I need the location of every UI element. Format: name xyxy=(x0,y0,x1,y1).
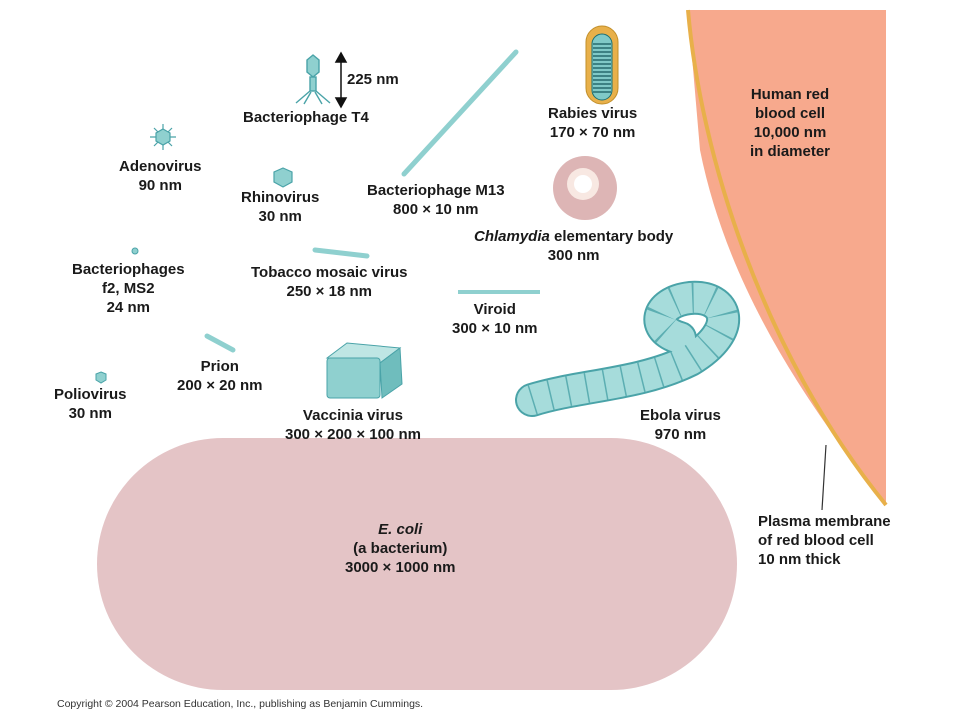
rabies-virus-shape xyxy=(585,25,619,105)
chlamydia-label: Chlamydia elementary body 300 nm xyxy=(474,227,673,265)
f2-size: 24 nm xyxy=(106,299,150,316)
adenovirus-shape xyxy=(150,124,176,150)
adenovirus-label: Adenovirus 90 nm xyxy=(119,157,202,195)
f2-line-1: Bacteriophages xyxy=(72,261,185,278)
membrane-pointer-line xyxy=(821,444,827,511)
rbc-line-1: Human red xyxy=(750,86,830,103)
rbc-line-2: blood cell xyxy=(755,105,826,122)
prion-label: Prion 200 × 20 nm xyxy=(177,357,262,395)
ecoli-name: E. coli xyxy=(345,520,456,539)
bacteriophage-f2-shape xyxy=(131,247,139,255)
rabies-virus-size: 170 × 70 nm xyxy=(549,124,636,141)
ebola-virus-shape xyxy=(515,280,740,417)
adenovirus-size: 90 nm xyxy=(138,177,182,194)
m13-name: Bacteriophage M13 xyxy=(367,182,505,199)
chlamydia-shape xyxy=(553,156,617,220)
vaccinia-name: Vaccinia virus xyxy=(302,407,403,424)
chlamydia-name: Chlamydia elementary body xyxy=(474,227,673,246)
rhinovirus-size: 30 nm xyxy=(258,208,302,225)
copyright-notice: Copyright © 2004 Pearson Education, Inc.… xyxy=(57,698,424,710)
bacteriophage-t4-label: Bacteriophage T4 xyxy=(243,109,369,126)
membrane-line-1: Plasma membrane xyxy=(758,513,891,530)
m13-size: 800 × 10 nm xyxy=(393,201,479,218)
t4-scale-arrow xyxy=(334,51,348,109)
vaccinia-virus-label: Vaccinia virus 300 × 200 × 100 nm xyxy=(285,406,421,444)
tmv-size: 250 × 18 nm xyxy=(286,283,372,300)
adenovirus-name: Adenovirus xyxy=(119,158,202,175)
chlamydia-rest: elementary body xyxy=(549,228,674,245)
bacteriophage-m13-shape xyxy=(401,49,519,177)
tmv-name: Tobacco mosaic virus xyxy=(251,264,408,281)
rhinovirus-name: Rhinovirus xyxy=(241,189,320,206)
poliovirus-shape xyxy=(95,371,107,384)
bacteriophage-m13-label: Bacteriophage M13 800 × 10 nm xyxy=(367,181,505,219)
viroid-name: Viroid xyxy=(473,301,516,318)
chlamydia-italic: Chlamydia xyxy=(474,228,550,245)
tobacco-mosaic-virus-shape xyxy=(312,247,370,259)
t4-scale-label: 225 nm xyxy=(347,71,399,88)
rhinovirus-shape xyxy=(273,167,293,188)
ecoli-size: 3000 × 1000 nm xyxy=(345,559,456,576)
ecoli-italic-name: E. coli xyxy=(378,521,423,538)
red-blood-cell-label: Human red blood cell 10,000 nm in diamet… xyxy=(750,85,830,161)
red-blood-cell-membrane xyxy=(686,9,888,507)
prion-size: 200 × 20 nm xyxy=(177,377,263,394)
viroid-label: Viroid 300 × 10 nm xyxy=(452,300,537,338)
membrane-line-3: 10 nm thick xyxy=(758,551,841,568)
rbc-line-3: 10,000 nm xyxy=(753,124,827,141)
bacteriophage-f2-label: Bacteriophages f2, MS2 24 nm xyxy=(72,260,185,317)
poliovirus-name: Poliovirus xyxy=(54,386,127,403)
bacteriophage-t4-shape xyxy=(295,54,331,105)
rabies-virus-name: Rabies virus xyxy=(548,105,638,122)
red-blood-cell xyxy=(688,10,886,505)
prion-name: Prion xyxy=(200,358,239,375)
viroid-size: 300 × 10 nm xyxy=(452,320,538,337)
ebola-name: Ebola virus xyxy=(640,407,721,424)
ecoli-body xyxy=(97,438,737,690)
chlamydia-size: 300 nm xyxy=(547,247,600,264)
vaccinia-size: 300 × 200 × 100 nm xyxy=(285,426,421,443)
rhinovirus-label: Rhinovirus 30 nm xyxy=(241,188,319,226)
prion-shape xyxy=(204,333,236,353)
tobacco-mosaic-virus-label: Tobacco mosaic virus 250 × 18 nm xyxy=(251,263,407,301)
ecoli-line-2: (a bacterium) xyxy=(353,540,448,557)
rbc-line-4: in diameter xyxy=(750,143,831,160)
ecoli-label: E. coli (a bacterium) 3000 × 1000 nm xyxy=(345,520,456,577)
poliovirus-size: 30 nm xyxy=(68,405,112,422)
f2-line-2: f2, MS2 xyxy=(102,280,155,297)
plasma-membrane-label: Plasma membrane of red blood cell 10 nm … xyxy=(758,512,891,569)
ebola-virus-label: Ebola virus 970 nm xyxy=(640,406,721,444)
vaccinia-virus-shape xyxy=(325,342,403,399)
rabies-virus-label: Rabies virus 170 × 70 nm xyxy=(548,104,637,142)
membrane-line-2: of red blood cell xyxy=(758,532,874,549)
poliovirus-label: Poliovirus 30 nm xyxy=(54,385,127,423)
ebola-size: 970 nm xyxy=(654,426,707,443)
